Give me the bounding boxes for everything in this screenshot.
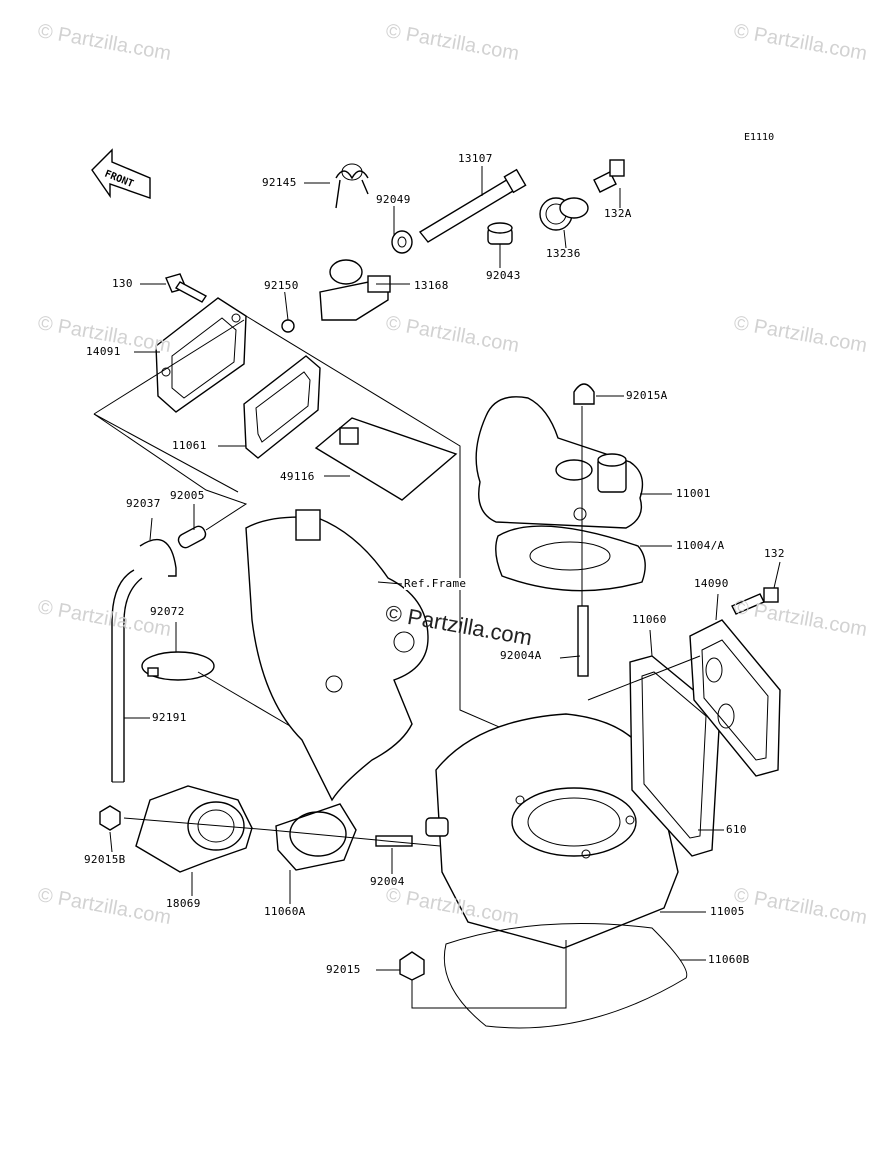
ref-frame-label: Ref.Frame bbox=[404, 577, 467, 590]
part-label-92015a[interactable]: 92015A bbox=[626, 389, 668, 402]
part-label-92037[interactable]: 92037 bbox=[126, 497, 161, 510]
part-label-92015[interactable]: 92015 bbox=[326, 963, 361, 976]
bolt-92150 bbox=[281, 319, 295, 333]
part-label-13168[interactable]: 13168 bbox=[414, 279, 449, 292]
part-label-13107[interactable]: 13107 bbox=[458, 152, 493, 165]
pivot-shaft bbox=[418, 168, 527, 243]
part-label-49116[interactable]: 49116 bbox=[280, 470, 315, 483]
intake-manifold-18069 bbox=[135, 785, 253, 873]
clamp-92037 bbox=[139, 538, 177, 577]
part-label-11001[interactable]: 11001 bbox=[676, 487, 711, 500]
governor-13168 bbox=[319, 259, 391, 321]
part-label-11060b[interactable]: 11060B bbox=[708, 953, 750, 966]
part-label-92072[interactable]: 92072 bbox=[150, 605, 185, 618]
part-label-130[interactable]: 130 bbox=[112, 277, 133, 290]
part-label-13236[interactable]: 13236 bbox=[546, 247, 581, 260]
part-label-11060[interactable]: 11060 bbox=[632, 613, 667, 626]
part-label-92145[interactable]: 92145 bbox=[262, 176, 297, 189]
part-label-92004a[interactable]: 92004A bbox=[500, 649, 542, 662]
part-label-92004[interactable]: 92004 bbox=[370, 875, 405, 888]
part-label-11060a[interactable]: 11060A bbox=[264, 905, 306, 918]
head-gasket-11004 bbox=[495, 525, 646, 592]
front-arrow-icon: FRONT bbox=[91, 148, 151, 199]
cover-14090 bbox=[689, 619, 781, 777]
bolt-132 bbox=[731, 587, 779, 615]
hose-92191 bbox=[111, 569, 143, 783]
cover-14091 bbox=[155, 297, 247, 413]
exhaust-valve-gear bbox=[539, 197, 589, 231]
part-label-610[interactable]: 610 bbox=[726, 823, 747, 836]
gasket-11060a bbox=[275, 803, 357, 871]
leader-lines bbox=[109, 166, 781, 971]
cylinder-head-11001 bbox=[475, 396, 644, 529]
frame-reference bbox=[245, 509, 429, 802]
bushing-92043 bbox=[487, 222, 513, 245]
nut-92015 bbox=[399, 951, 425, 981]
bolt-130 bbox=[165, 273, 208, 303]
bolt-132a bbox=[593, 159, 625, 193]
nut-92015b bbox=[99, 805, 121, 831]
part-label-132a[interactable]: 132A bbox=[604, 207, 632, 220]
stud-92004 bbox=[375, 835, 413, 847]
nut-92015a bbox=[573, 383, 595, 405]
diagram-code: E1110 bbox=[744, 132, 775, 143]
part-label-14090[interactable]: 14090 bbox=[694, 577, 729, 590]
part-label-11061[interactable]: 11061 bbox=[172, 439, 207, 452]
part-label-92191[interactable]: 92191 bbox=[152, 711, 187, 724]
part-label-92015b[interactable]: 92015B bbox=[84, 853, 126, 866]
valve-49116 bbox=[314, 417, 458, 501]
part-label-92005[interactable]: 92005 bbox=[170, 489, 205, 502]
cylinder-11005 bbox=[425, 713, 679, 949]
part-label-14091[interactable]: 14091 bbox=[86, 345, 121, 358]
part-label-92150[interactable]: 92150 bbox=[264, 279, 299, 292]
part-label-92049[interactable]: 92049 bbox=[376, 193, 411, 206]
bearing-92049 bbox=[391, 230, 413, 254]
part-label-11004a[interactable]: 11004/A bbox=[676, 539, 725, 552]
part-label-18069[interactable]: 18069 bbox=[166, 897, 201, 910]
gasket-11061 bbox=[243, 355, 321, 459]
base-gasket-11060b bbox=[443, 923, 688, 1029]
part-label-92043[interactable]: 92043 bbox=[486, 269, 521, 282]
stud-92004a bbox=[577, 605, 589, 677]
part-label-11005[interactable]: 11005 bbox=[710, 905, 745, 918]
part-label-132[interactable]: 132 bbox=[764, 547, 785, 560]
spring-92145 bbox=[335, 163, 369, 209]
clamp-92072 bbox=[141, 651, 215, 681]
fitting-92005 bbox=[177, 525, 207, 549]
